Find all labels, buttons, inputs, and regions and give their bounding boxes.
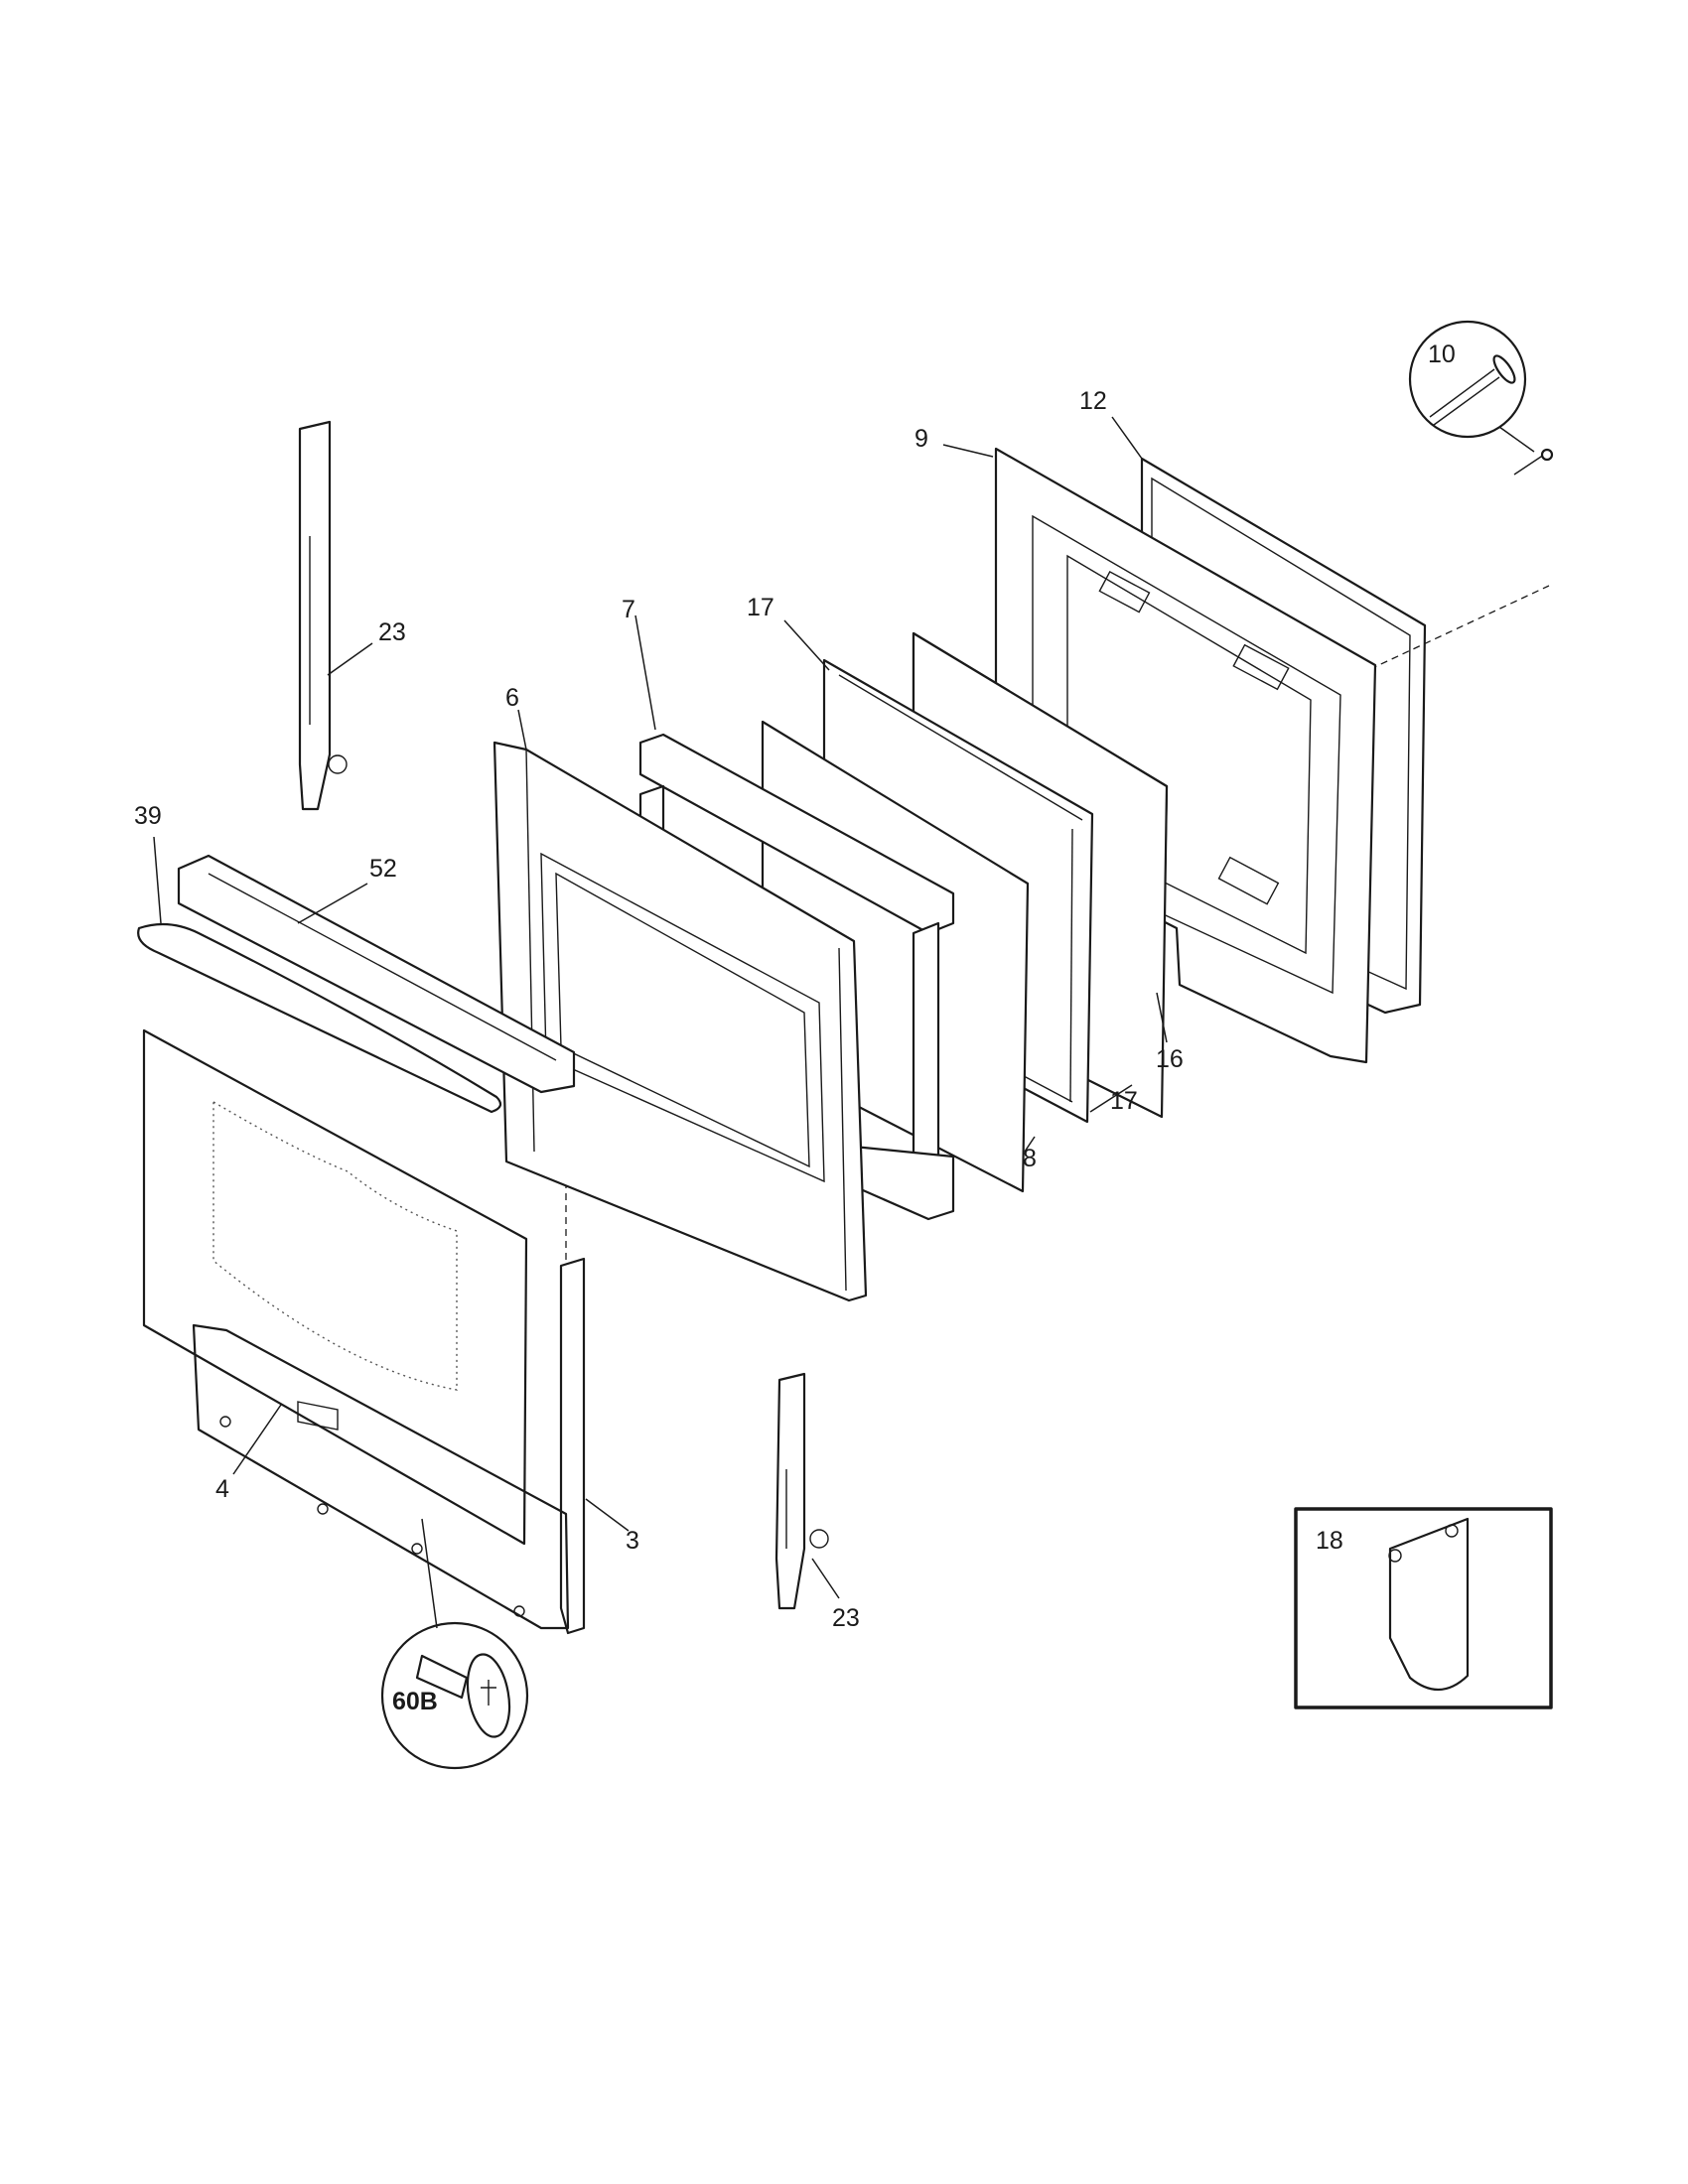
- leader-8: [1024, 1136, 1036, 1153]
- leader-12: [1111, 416, 1143, 460]
- label-23-lower: 23: [832, 1604, 860, 1632]
- part-10-screw-callout[interactable]: [1408, 320, 1554, 476]
- part-18-bracket-inset[interactable]: [1294, 1507, 1553, 1709]
- label-8: 8: [1023, 1145, 1037, 1172]
- label-6: 6: [505, 684, 519, 712]
- leader-39: [153, 836, 162, 924]
- leader-3: [585, 1498, 630, 1532]
- part-60b-screw-callout[interactable]: [380, 1518, 529, 1770]
- leader-6: [517, 709, 527, 751]
- label-9: 9: [914, 425, 928, 453]
- label-52: 52: [369, 855, 397, 883]
- label-16: 16: [1156, 1045, 1184, 1073]
- label-60b: 60B: [392, 1688, 438, 1715]
- leader-52: [297, 883, 368, 924]
- part-23-hinge-lower[interactable]: [774, 1372, 829, 1610]
- label-18: 18: [1316, 1527, 1343, 1555]
- label-3: 3: [626, 1527, 639, 1555]
- label-7: 7: [622, 596, 635, 623]
- leader-23-lower: [811, 1558, 840, 1599]
- part-39-handle[interactable]: [137, 922, 502, 1114]
- part-52-top-trim[interactable]: [177, 854, 576, 1094]
- leader-17-lower: [1089, 1084, 1133, 1113]
- leader-9: [942, 444, 994, 458]
- label-17-lower: 17: [1110, 1087, 1138, 1115]
- label-39: 39: [134, 802, 162, 830]
- leader-7: [634, 614, 656, 731]
- label-10: 10: [1428, 341, 1456, 368]
- part-3-side-channel[interactable]: [559, 1257, 586, 1635]
- leader-23-upper: [327, 642, 373, 676]
- label-12: 12: [1079, 387, 1107, 415]
- label-17-upper: 17: [747, 594, 774, 621]
- leader-16: [1156, 992, 1168, 1043]
- label-4: 4: [215, 1475, 229, 1503]
- leader-4: [232, 1404, 282, 1475]
- leader-17-upper: [783, 619, 830, 671]
- part-4-outer-door-panel[interactable]: [142, 1028, 570, 1630]
- label-23-upper: 23: [378, 618, 406, 646]
- part-23-hinge-upper[interactable]: [298, 420, 348, 811]
